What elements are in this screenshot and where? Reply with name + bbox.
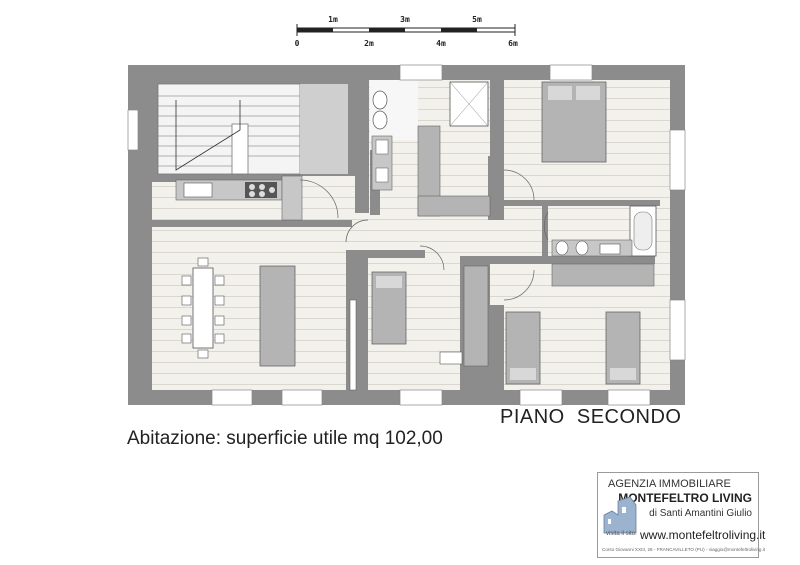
agency-logo-box: AGENZIA IMMOBILIARE MONTEFELTRO LIVING d… — [597, 472, 765, 558]
castle-icon — [603, 496, 637, 534]
wardrobe-bedroom-2 — [463, 265, 489, 367]
sofa — [259, 265, 296, 367]
bathroom-right — [551, 205, 657, 287]
door-frame-living — [349, 299, 357, 391]
scale-label-5m: 5m — [472, 15, 482, 24]
single-bed-2 — [505, 311, 541, 385]
double-bed — [541, 81, 607, 163]
agency-line1: AGENZIA IMMOBILIARE — [608, 478, 731, 490]
single-bed-1 — [371, 271, 407, 345]
scale-label-3m: 3m — [400, 15, 410, 24]
agency-address: Corso Giovanni XXIII, 26 - FRANCAVILLETO… — [602, 547, 766, 552]
windows — [127, 64, 686, 406]
scale-label-4m: 4m — [436, 39, 446, 48]
agency-owner: di Santi Amantini Giulio — [649, 508, 752, 519]
bathroom-top — [370, 80, 489, 191]
dining-table — [181, 257, 225, 359]
door-swings — [299, 169, 549, 301]
kitchen-counter — [175, 175, 303, 221]
scale-bar: 1m 3m 5m 0 2m 4m 6m — [295, 15, 518, 48]
agency-name: MONTEFELTRO LIVING — [618, 491, 752, 505]
single-bed-3 — [605, 311, 641, 385]
agency-website[interactable]: www.montefeltroliving.it — [640, 528, 766, 542]
wardrobe — [417, 125, 491, 217]
scale-label-6m: 6m — [508, 39, 518, 48]
scale-label-1m: 1m — [328, 15, 338, 24]
scale-label-2m: 2m — [364, 39, 374, 48]
desk — [439, 351, 463, 365]
agency-visit-prefix: visita il sito: — [606, 531, 637, 537]
floor-label: PIANO SECONDO — [500, 406, 682, 428]
staircase — [152, 80, 355, 176]
area-label: Abitazione: superficie utile mq 102,00 — [127, 428, 443, 449]
scale-label-0: 0 — [295, 39, 300, 48]
